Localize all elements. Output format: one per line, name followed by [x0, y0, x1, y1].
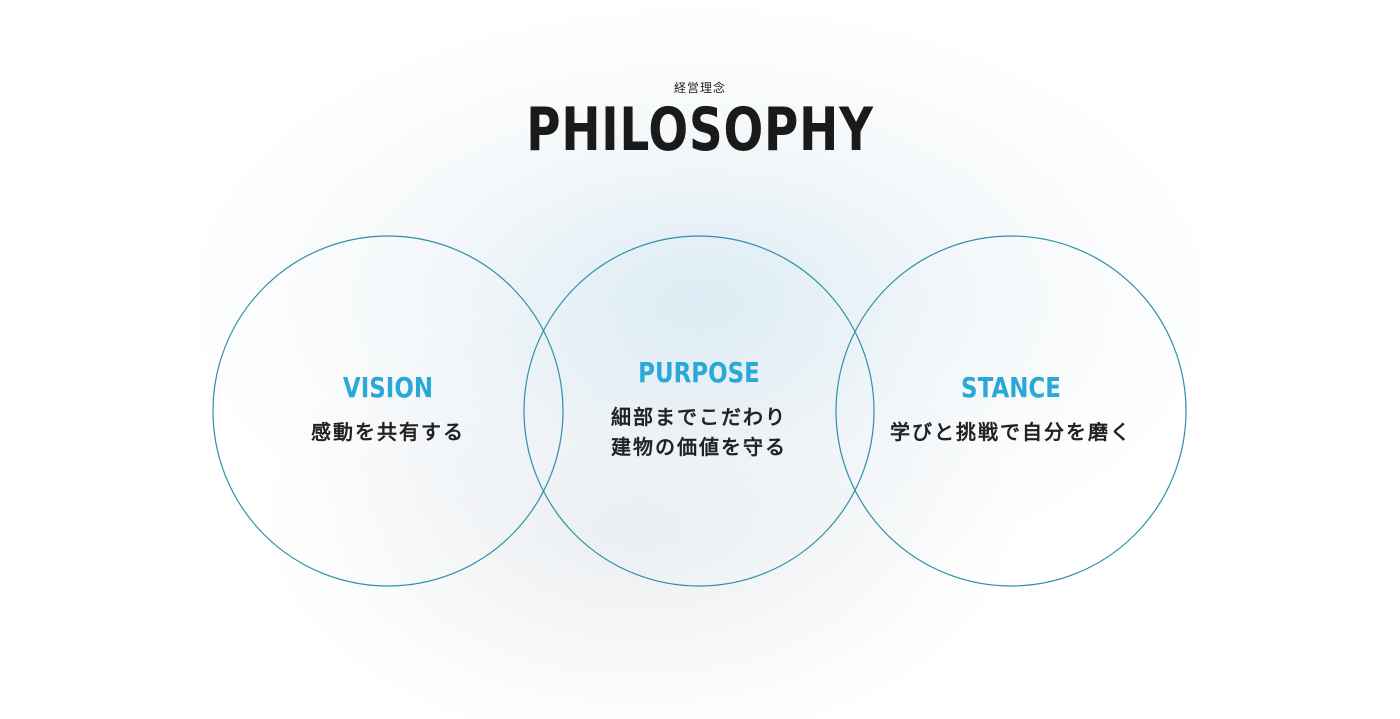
section-title: PHILOSOPHY: [526, 95, 874, 165]
purpose-body: 細部までこだわり 建物の価値を守る: [549, 402, 849, 462]
stance-block: STANCE 学びと挑戦で自分を磨く: [861, 371, 1161, 447]
purpose-body-line-2: 建物の価値を守る: [611, 435, 787, 459]
purpose-body-line-1: 細部までこだわり: [611, 405, 787, 429]
stance-body: 学びと挑戦で自分を磨く: [861, 417, 1161, 447]
purpose-circle: [523, 235, 875, 587]
stance-heading: STANCE: [961, 371, 1061, 404]
section-subtitle: 経営理念: [673, 81, 726, 95]
vision-body: 感動を共有する: [238, 417, 538, 447]
vision-body-line: 感動を共有する: [311, 420, 465, 444]
purpose-block: PURPOSE 細部までこだわり 建物の価値を守る: [549, 356, 849, 462]
stance-circle: [835, 235, 1187, 587]
purpose-heading: PURPOSE: [638, 356, 760, 389]
vision-heading: VISION: [342, 371, 434, 404]
vision-block: VISION 感動を共有する: [238, 371, 538, 447]
vision-circle: [212, 235, 564, 587]
stance-body-line: 学びと挑戦で自分を磨く: [890, 420, 1132, 444]
